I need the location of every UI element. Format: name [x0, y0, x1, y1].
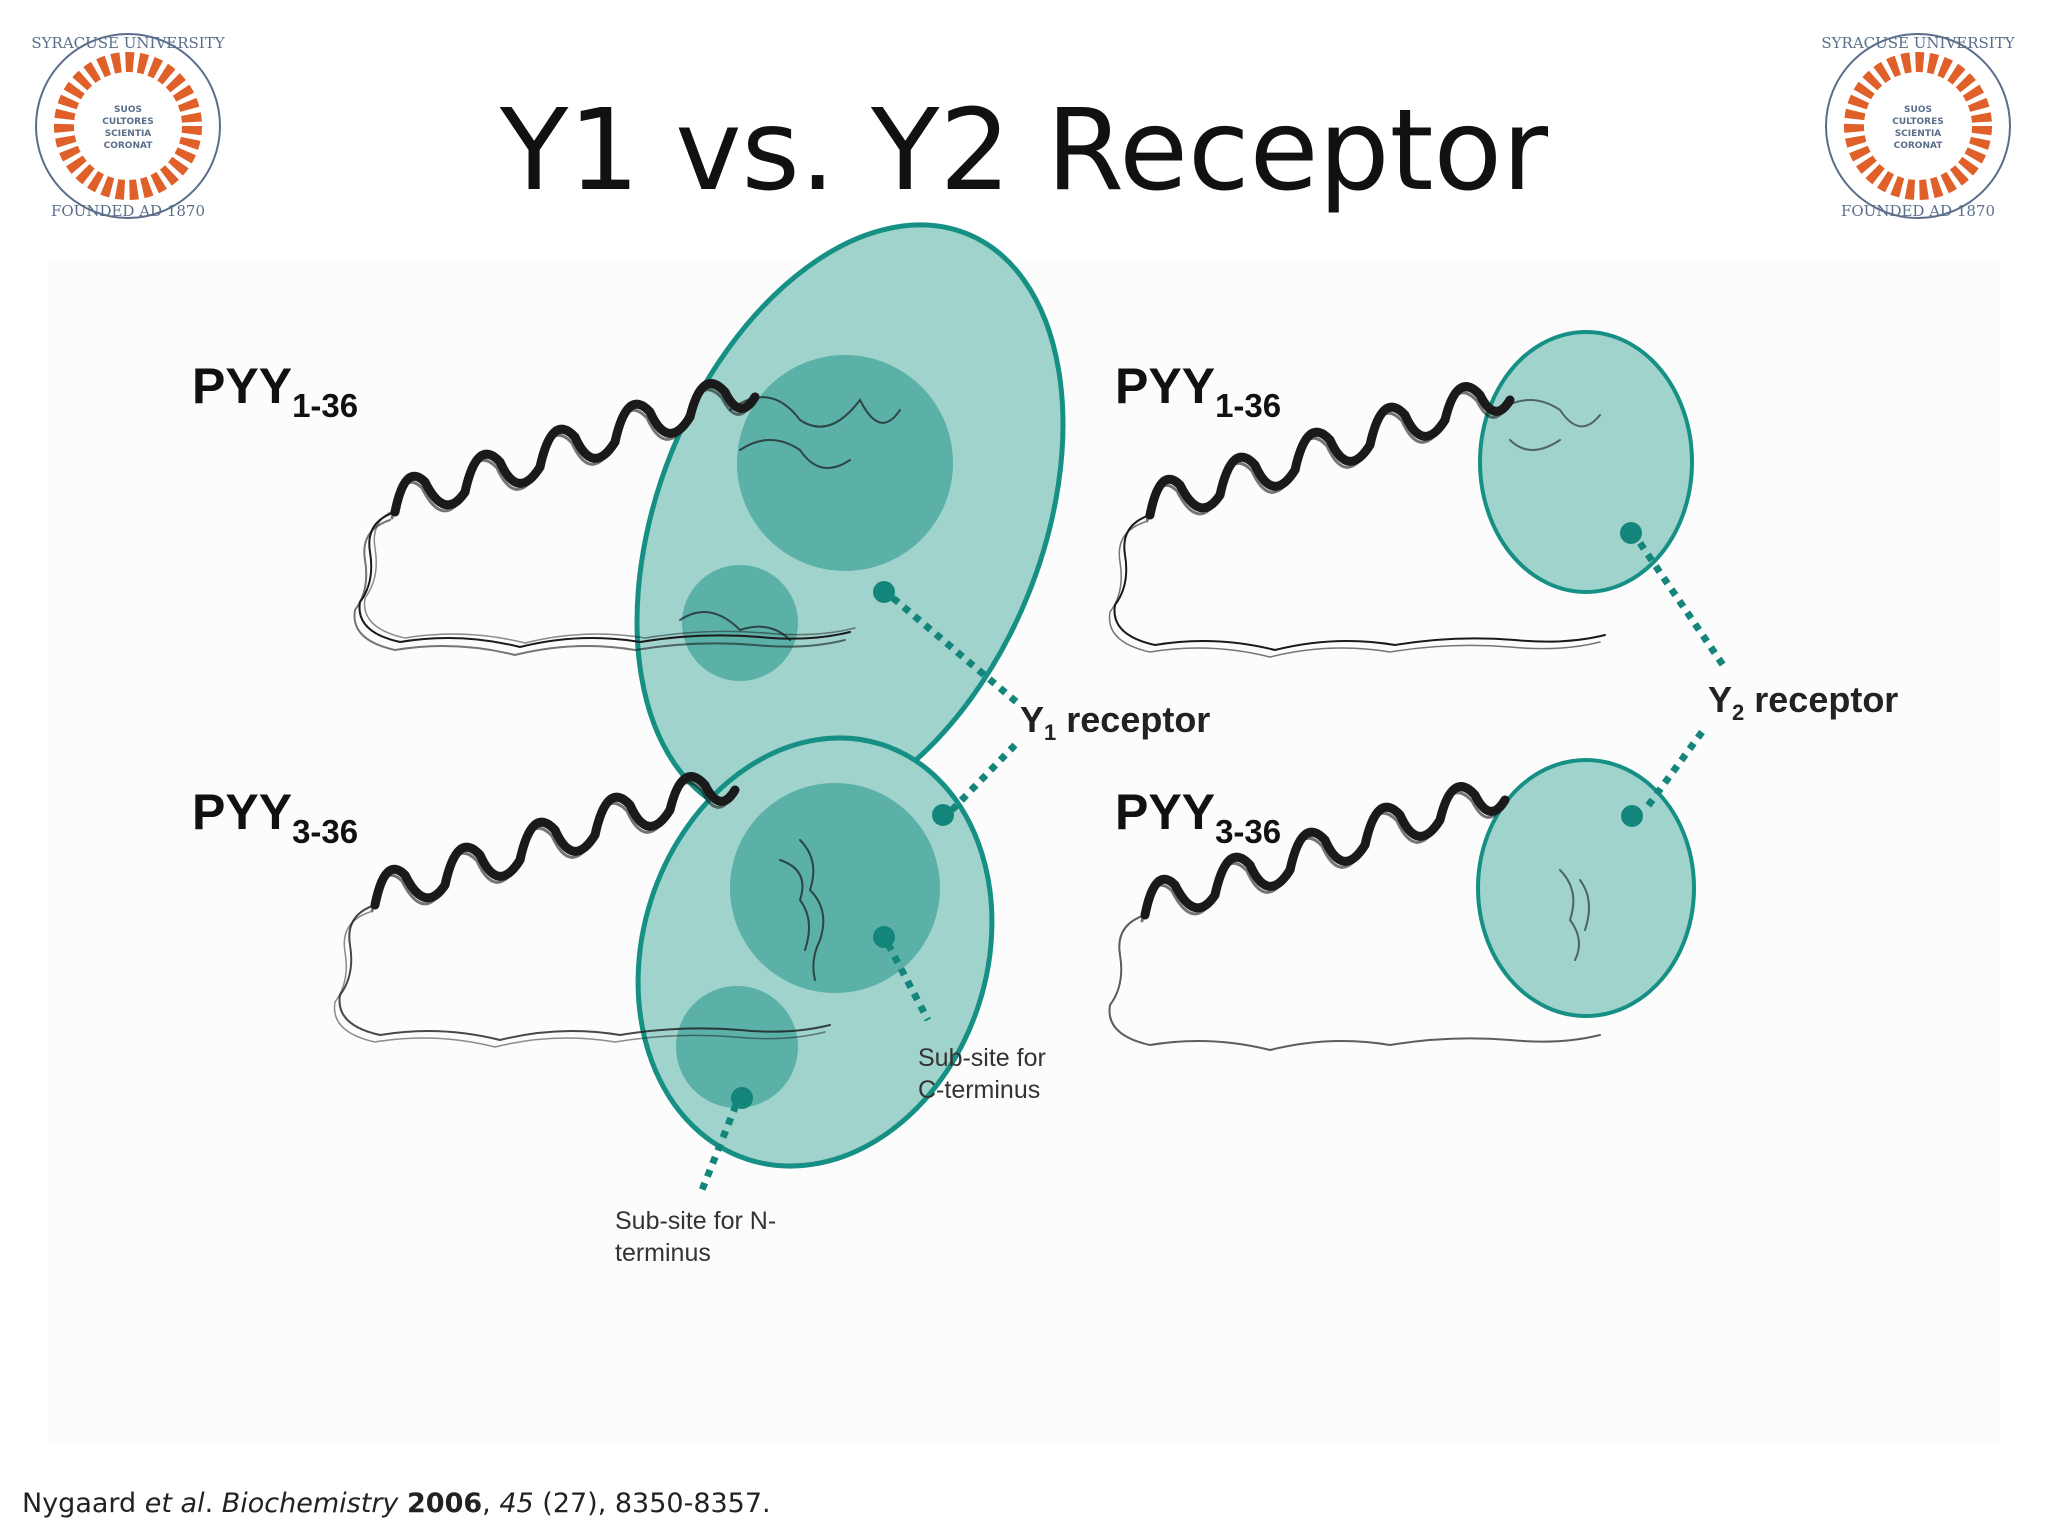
c-terminus-subsite-label: Sub-site for C-terminus: [918, 1044, 1046, 1104]
svg-text:SYRACUSE UNIVERSITY: SYRACUSE UNIVERSITY: [31, 34, 225, 52]
svg-text:FOUNDED AD 1870: FOUNDED AD 1870: [51, 202, 205, 220]
connector-lines: [696, 541, 1728, 1197]
svg-text:CORONAT: CORONAT: [1894, 141, 1944, 151]
citation: Nygaard et al. Biochemistry 2006, 45 (27…: [22, 1488, 771, 1519]
svg-text:CULTORES: CULTORES: [1892, 117, 1944, 127]
pyy-label-y1-bottom: PYY3-36: [192, 784, 359, 850]
y2-receptor-label: Y2 receptor: [1708, 679, 1899, 726]
slide-title: Y1 vs. Y2 Receptor: [499, 86, 1549, 216]
y2-bottom-peptide: [1108, 787, 1601, 1051]
y2-top-peptide: [1108, 387, 1606, 658]
pyy-label-y1-top: PYY1-36: [192, 358, 359, 424]
y1-top-peptide: [353, 384, 901, 656]
pyy-label-y2-bottom: PYY3-36: [1115, 784, 1282, 850]
n-terminus-subsite-label: Sub-site for N- terminus: [615, 1207, 777, 1267]
y2-bottom-receptor: [1476, 758, 1696, 1018]
pyy-label-y2-top: PYY1-36: [1115, 358, 1282, 424]
svg-text:FOUNDED AD 1870: FOUNDED AD 1870: [1841, 202, 1995, 220]
svg-text:CORONAT: CORONAT: [104, 141, 154, 151]
svg-text:SUOS: SUOS: [1904, 105, 1932, 115]
svg-text:SUOS: SUOS: [114, 105, 142, 115]
svg-text:SCIENTIA: SCIENTIA: [105, 129, 152, 139]
syracuse-university-seal-left: SYRACUSE UNIVERSITY FOUNDED AD 1870 SUOS…: [31, 33, 226, 220]
y1-bottom-peptide: [333, 777, 831, 1048]
svg-text:CULTORES: CULTORES: [102, 117, 154, 127]
syracuse-university-seal-right: SYRACUSE UNIVERSITY FOUNDED AD 1870 SUOS…: [1821, 33, 2016, 220]
y2-top-receptor: [1478, 330, 1694, 594]
svg-text:SYRACUSE UNIVERSITY: SYRACUSE UNIVERSITY: [1821, 34, 2015, 52]
y1-receptor-label: Y1 receptor: [1020, 699, 1211, 746]
svg-text:SCIENTIA: SCIENTIA: [1895, 129, 1942, 139]
